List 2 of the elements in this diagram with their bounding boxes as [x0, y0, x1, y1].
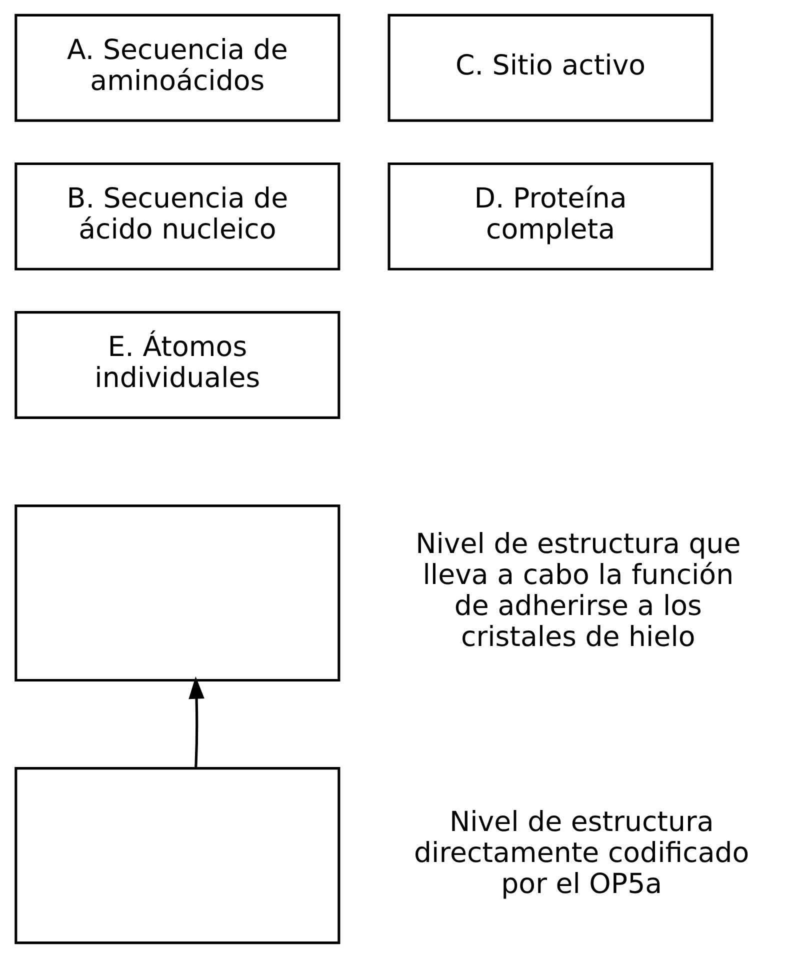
node-label: Nivel de estructura que lleva a cabo la función de adherirse a los cristales de hielo — [416, 526, 741, 654]
node-label: Nivel de estructura directamente codificado por el OP5a — [414, 805, 750, 900]
